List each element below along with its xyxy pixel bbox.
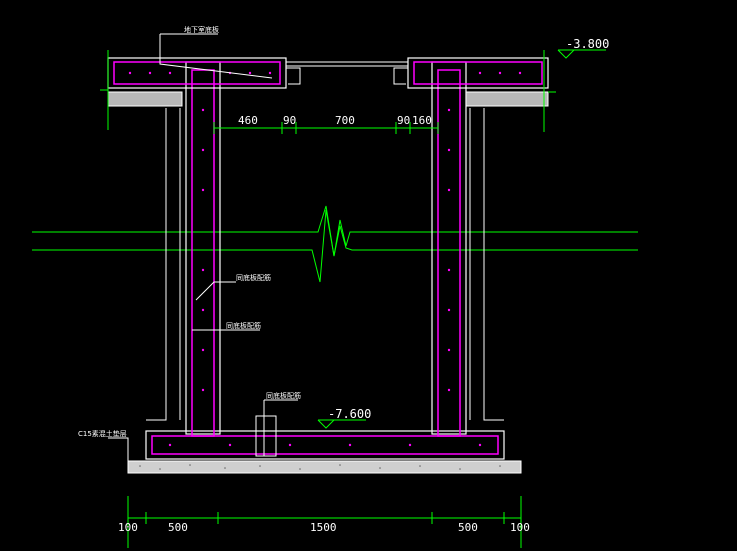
elevation-top-label: -3.800 — [566, 37, 609, 51]
bottom-dim-4: 500 — [458, 521, 478, 534]
top-dim-1: 460 — [238, 114, 258, 127]
left-top-slab-rebar — [113, 61, 281, 85]
bottom-dim-3: 1500 — [310, 521, 337, 534]
base-slab — [145, 430, 505, 460]
top-dim-2: 90 — [283, 114, 296, 127]
elevation-bottom-marker — [317, 419, 366, 429]
elevation-bottom-label: -7.600 — [328, 407, 371, 421]
note-wall-rebar-2: 同底板配筋 — [226, 321, 261, 330]
top-dimension-line — [213, 122, 439, 134]
right-top-fill — [465, 91, 549, 107]
bottom-dim-2: 500 — [168, 521, 188, 534]
right-top-slab-rebar — [413, 61, 543, 85]
ground-line — [100, 50, 556, 132]
opening-hooks — [286, 67, 408, 85]
bottom-dim-5: 100 — [510, 521, 530, 534]
left-top-fill — [107, 91, 183, 107]
outer-wall-lines — [146, 108, 504, 421]
note-base-rebar: 同底板配筋 — [266, 391, 301, 400]
top-dim-3: 700 — [335, 114, 355, 127]
note-roof-slab: 地下室底板 — [184, 25, 219, 34]
base-rebar-hook — [255, 415, 277, 457]
cushion-hatch — [139, 464, 501, 470]
note-wall-rebar-1: 同底板配筋 — [236, 273, 271, 282]
rebar-dots — [128, 71, 522, 447]
note-cushion: C15素混土垫层 — [78, 429, 127, 438]
elevation-top-marker — [557, 49, 606, 59]
right-wall-rebar — [437, 69, 461, 437]
leader-lines — [108, 33, 298, 461]
left-wall-rebar — [191, 69, 215, 437]
base-slab-rebar — [151, 435, 499, 455]
right-top-slab — [407, 57, 549, 89]
break-line — [32, 205, 638, 283]
top-dim-4: 90 — [397, 114, 410, 127]
bottom-dim-1: 100 — [118, 521, 138, 534]
top-dim-5: 160 — [412, 114, 432, 127]
cushion-layer — [127, 460, 522, 474]
bottom-dimension-line — [127, 496, 522, 548]
